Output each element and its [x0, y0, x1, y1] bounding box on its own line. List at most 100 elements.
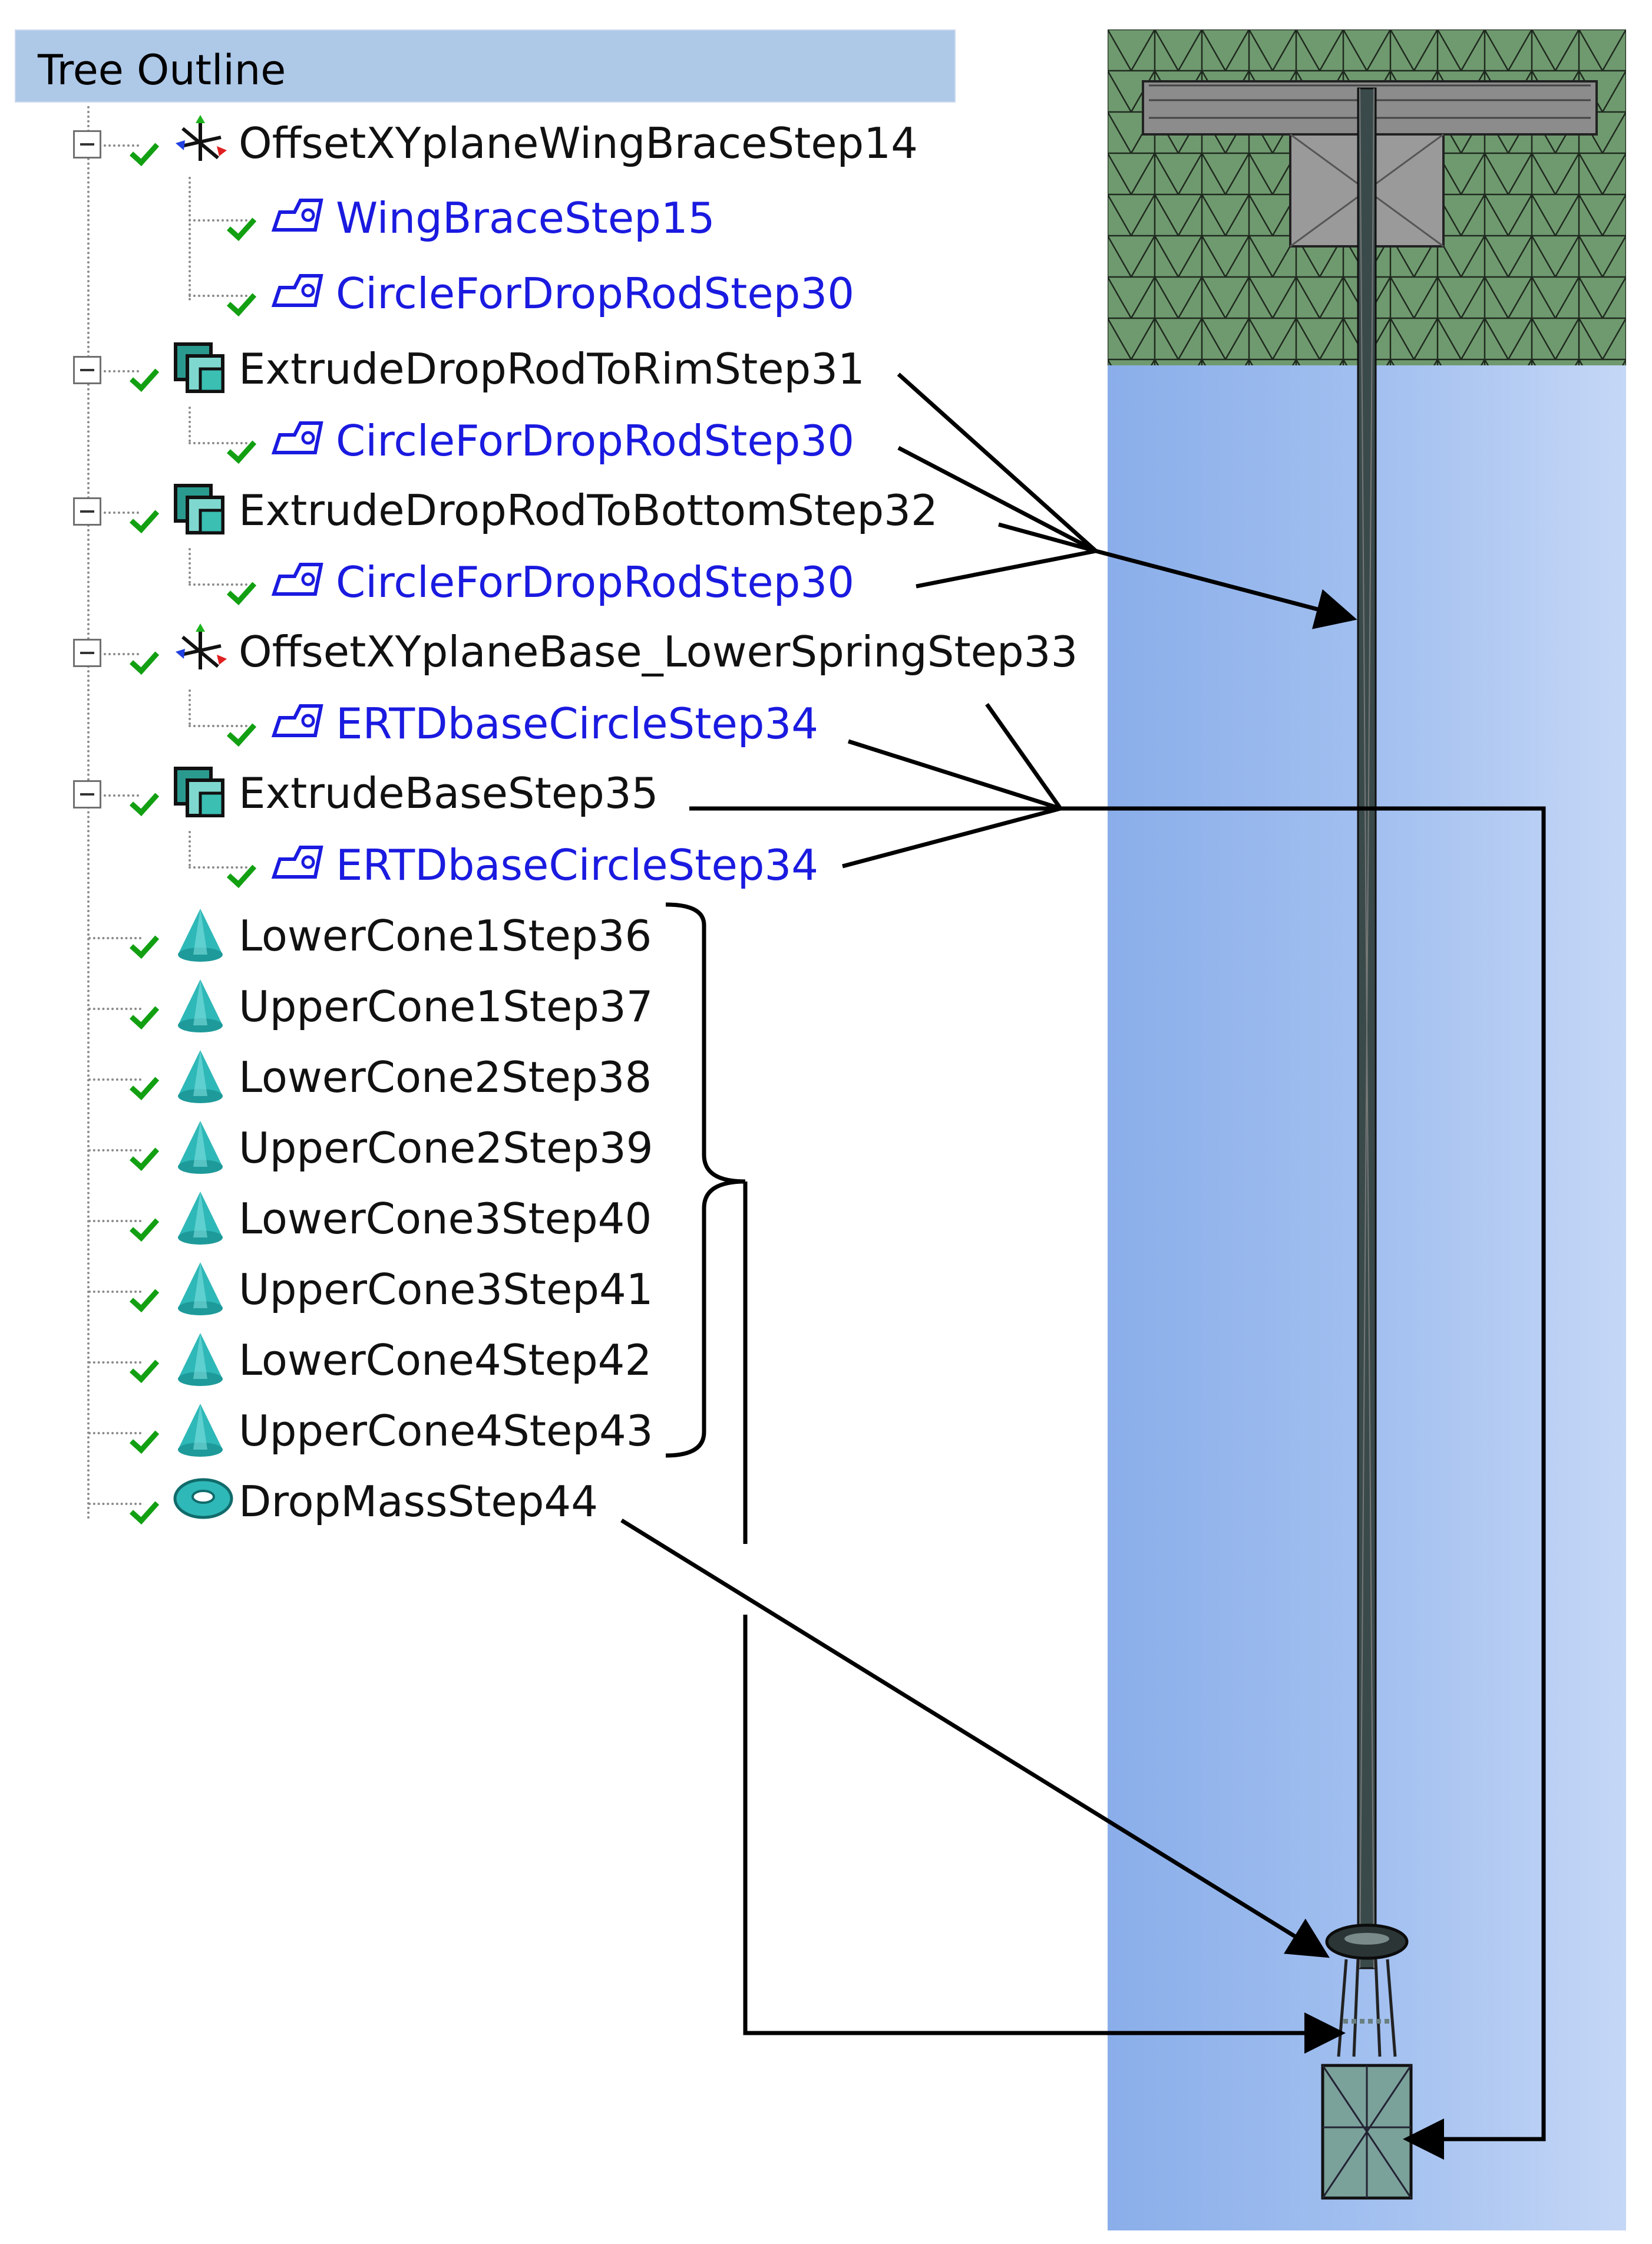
plane-axes-icon — [171, 114, 230, 169]
sketch-icon — [268, 836, 327, 891]
cone-icon — [171, 1118, 230, 1180]
tree-item[interactable]: ExtrudeDropRodToBottomStep32 — [0, 476, 1060, 546]
tree-outline-title: Tree Outline — [38, 46, 286, 94]
cone-icon — [171, 1189, 230, 1250]
tree-item-label: ERTDbaseCircleStep34 — [336, 699, 819, 748]
model-geometry — [1321, 87, 1413, 2200]
tree-connector — [104, 794, 139, 797]
tree-item[interactable]: LowerCone3Step40 — [0, 1184, 1060, 1254]
tree-connector — [189, 866, 247, 869]
torus-icon — [171, 1472, 236, 1527]
tree-item-label: CircleForDropRodStep30 — [336, 269, 854, 318]
tree-item-label: LowerCone2Step38 — [239, 1052, 652, 1102]
checkmark-icon — [129, 136, 160, 166]
tree-connector — [189, 725, 247, 727]
tree-item[interactable]: ExtrudeBaseStep35 — [0, 759, 1060, 829]
tree-item[interactable]: LowerCone1Step36 — [0, 902, 1060, 971]
checkmark-icon — [129, 1140, 160, 1171]
plane-axes-icon — [171, 622, 230, 678]
collapse-minus-icon[interactable] — [73, 130, 101, 159]
sketch-icon — [268, 411, 327, 467]
tree-connector — [88, 1078, 141, 1081]
tree-item[interactable]: UpperCone2Step39 — [0, 1114, 1060, 1183]
tree-connector — [104, 144, 139, 147]
checkmark-icon — [129, 999, 160, 1029]
checkmark-icon — [129, 1352, 160, 1383]
tree-item[interactable]: OffsetXYplaneBase_LowerSpringStep33 — [0, 618, 1078, 687]
collapse-minus-icon[interactable] — [73, 497, 101, 526]
tree-item-label: UpperCone3Step41 — [239, 1265, 653, 1314]
checkmark-icon — [129, 928, 160, 959]
tree-item-label: ExtrudeBaseStep35 — [239, 768, 659, 818]
tree-item[interactable]: WingBraceStep15 — [0, 184, 1060, 253]
tree-connector — [189, 442, 247, 444]
tree-connector — [189, 219, 247, 222]
tree-item[interactable]: OffsetXYplaneWingBraceStep14 — [0, 109, 1060, 179]
tree-item[interactable]: ERTDbaseCircleStep34 — [0, 831, 1060, 900]
tree-guide-line — [189, 831, 191, 866]
checkmark-icon — [226, 716, 257, 747]
checkmark-icon — [129, 1211, 160, 1242]
tree-item[interactable]: UpperCone1Step37 — [0, 972, 1060, 1042]
checkmark-icon — [129, 1282, 160, 1312]
cone-icon — [171, 906, 230, 968]
tree-guide-line — [87, 106, 90, 1520]
checkmark-icon — [129, 1070, 160, 1100]
cone-icon — [171, 1401, 230, 1463]
tree-connector — [104, 370, 139, 372]
tree-item-label: UpperCone1Step37 — [239, 982, 653, 1031]
tree-item[interactable]: UpperCone4Step43 — [0, 1397, 1060, 1466]
tree-item[interactable]: ExtrudeDropRodToRimStep31 — [0, 335, 1060, 404]
tree-connector — [88, 1361, 141, 1364]
checkmark-icon — [129, 1423, 160, 1454]
tree-item[interactable]: DropMassStep44 — [0, 1467, 1060, 1537]
checkmark-icon — [226, 210, 257, 241]
tree-item[interactable]: CircleForDropRodStep30 — [0, 259, 1060, 329]
tree-item-label: UpperCone2Step39 — [239, 1123, 653, 1173]
tree-item[interactable]: ERTDbaseCircleStep34 — [0, 689, 1060, 759]
cone-icon — [171, 1331, 230, 1392]
collapse-minus-icon[interactable] — [73, 780, 101, 808]
collapse-minus-icon[interactable] — [73, 356, 101, 384]
graphics-viewport[interactable] — [1108, 29, 1626, 2230]
checkmark-icon — [129, 644, 160, 675]
sketch-icon — [268, 553, 327, 608]
checkmark-icon — [129, 503, 160, 533]
tree-item-label: OffsetXYplaneBase_LowerSpringStep33 — [239, 627, 1078, 676]
tree-connector — [88, 1220, 141, 1222]
tree-item-label: LowerCone3Step40 — [239, 1194, 652, 1243]
tree-item-label: ExtrudeDropRodToBottomStep32 — [239, 486, 938, 535]
tree-item[interactable]: UpperCone3Step41 — [0, 1255, 1060, 1325]
checkmark-icon — [129, 1494, 160, 1524]
checkmark-icon — [226, 575, 257, 605]
tree-guide-line — [189, 548, 191, 583]
tree-item-label: DropMassStep44 — [239, 1477, 599, 1526]
checkmark-icon — [129, 786, 160, 816]
tree-item-label: UpperCone4Step43 — [239, 1406, 653, 1456]
checkmark-icon — [226, 286, 257, 316]
checkmark-icon — [226, 433, 257, 464]
tree-connector — [104, 512, 139, 514]
checkmark-icon — [226, 857, 257, 888]
tree-item-label: OffsetXYplaneWingBraceStep14 — [239, 118, 918, 168]
tree-guide-line — [189, 407, 191, 442]
extrude-icon — [171, 764, 230, 825]
checkmark-icon — [129, 361, 160, 392]
tree-item[interactable]: LowerCone4Step42 — [0, 1326, 1060, 1395]
tree-connector — [88, 1149, 141, 1151]
cone-icon — [171, 1048, 230, 1109]
tree-connector — [88, 937, 141, 939]
tree-item-label: ERTDbaseCircleStep34 — [336, 840, 819, 890]
tree-connector — [88, 1503, 141, 1505]
tree-item[interactable]: CircleForDropRodStep30 — [0, 548, 1060, 618]
tree-item[interactable]: LowerCone2Step38 — [0, 1043, 1060, 1113]
tree-item-label: LowerCone4Step42 — [239, 1335, 652, 1385]
collapse-minus-icon[interactable] — [73, 639, 101, 667]
tree-connector — [88, 1291, 141, 1293]
tree-item-label: CircleForDropRodStep30 — [336, 416, 854, 466]
tree-item[interactable]: CircleForDropRodStep30 — [0, 407, 1060, 476]
sketch-icon — [268, 264, 327, 319]
sketch-icon — [268, 694, 327, 750]
tree-item-label: ExtrudeDropRodToRimStep31 — [239, 344, 865, 394]
